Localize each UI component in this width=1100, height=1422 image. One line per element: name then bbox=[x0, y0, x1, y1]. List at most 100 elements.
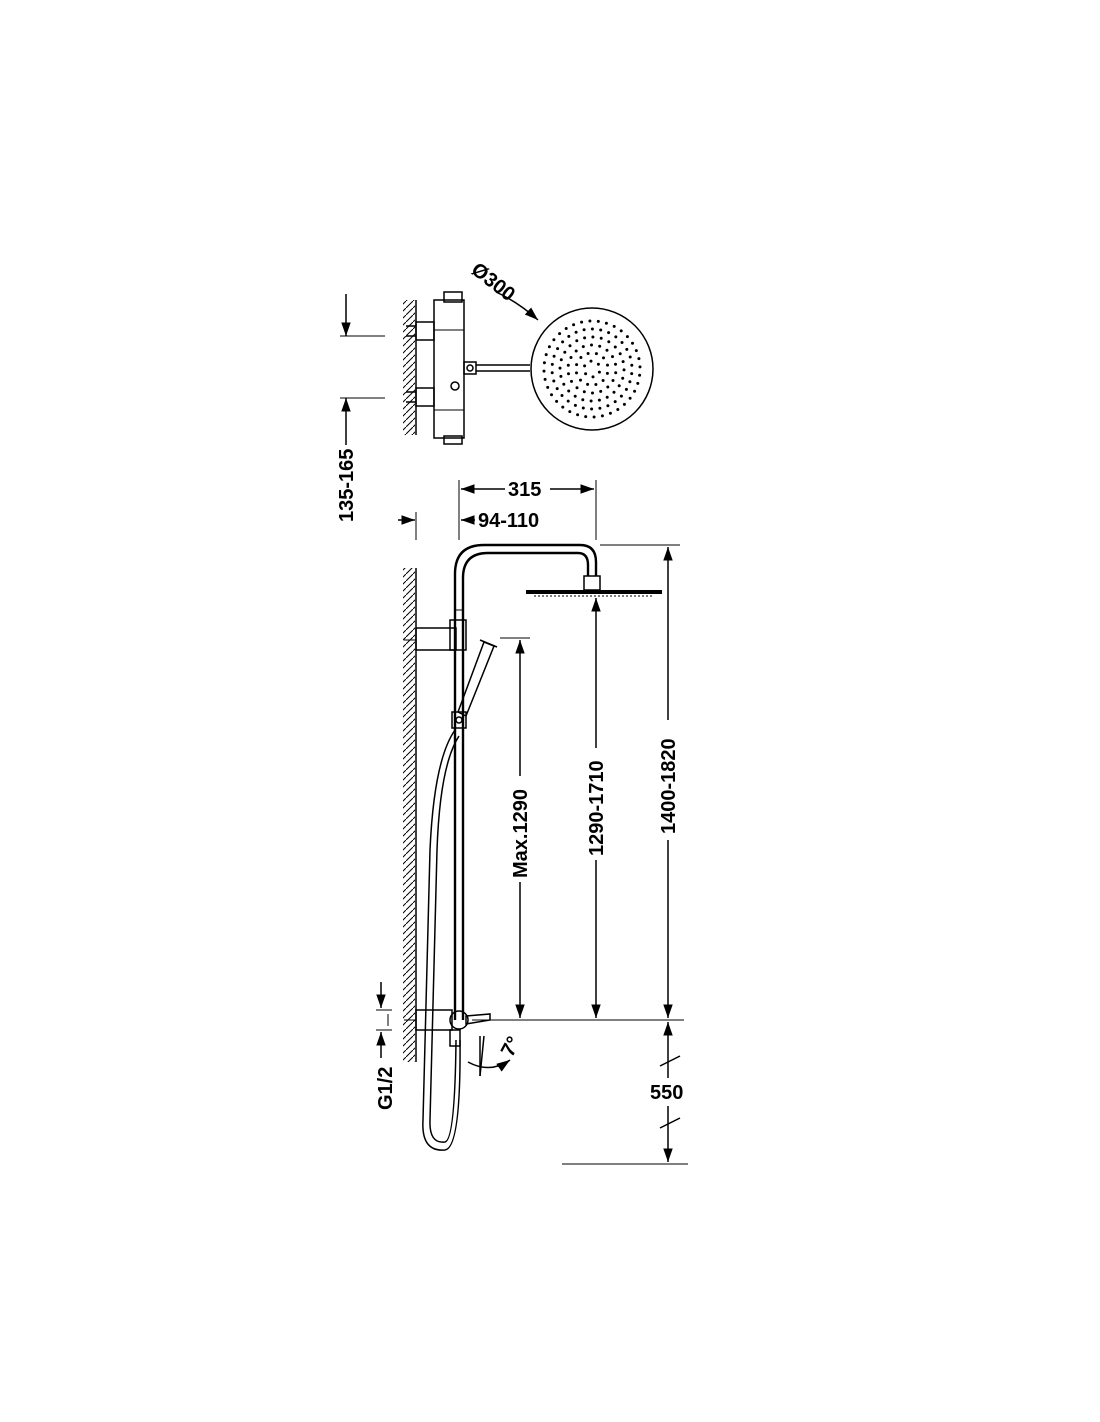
shower-hose bbox=[422, 729, 461, 1151]
nozzle-dot bbox=[596, 362, 600, 366]
label-handshower-height: Max.1290 bbox=[510, 789, 532, 878]
nozzle-dot bbox=[542, 369, 546, 373]
nozzle-dot bbox=[552, 379, 556, 383]
wall-offset-dimension: 135-165 bbox=[336, 294, 417, 540]
nozzle-dot bbox=[580, 320, 584, 324]
nozzle-dot bbox=[573, 394, 577, 398]
nozzle-dot bbox=[547, 345, 551, 349]
nozzle-dot bbox=[558, 332, 562, 336]
nozzle-dot bbox=[575, 386, 579, 390]
nozzle-dot bbox=[567, 372, 570, 376]
nozzle-dot bbox=[628, 380, 632, 384]
nozzle-dot bbox=[605, 371, 609, 375]
label-wall-offset: 135-165 bbox=[336, 449, 358, 522]
nozzle-dot bbox=[560, 394, 564, 397]
top-connector-lower bbox=[415, 387, 435, 407]
nozzle-dot bbox=[599, 389, 603, 393]
nozzle-dot bbox=[559, 358, 563, 362]
nozzle-dot bbox=[618, 352, 622, 356]
nozzle-dot bbox=[591, 391, 594, 395]
top-thermostat-body bbox=[433, 299, 465, 439]
nozzle-dot bbox=[591, 375, 595, 379]
nozzle-dot bbox=[621, 360, 625, 364]
side-wall-hatch bbox=[403, 568, 415, 1062]
nozzle-dot bbox=[605, 348, 609, 352]
label-head-height-from-valve: 1290-1710 bbox=[586, 760, 608, 856]
nozzle-dot bbox=[601, 379, 605, 382]
label-head-diameter: Ø300 bbox=[467, 259, 519, 306]
nozzle-dot bbox=[621, 376, 625, 380]
slider-holder bbox=[451, 711, 467, 729]
nozzle-dot bbox=[622, 402, 626, 406]
label-total-height: 1400-1820 bbox=[658, 738, 680, 834]
side-view bbox=[403, 543, 662, 1151]
nozzle-dot bbox=[562, 382, 566, 386]
nozzle-dot bbox=[592, 415, 596, 419]
label-valve-height: 550 bbox=[650, 1082, 683, 1104]
nozzle-dot bbox=[582, 328, 586, 332]
nozzle-dot bbox=[625, 335, 629, 339]
nozzle-dot bbox=[604, 321, 608, 325]
nozzle-dot bbox=[590, 327, 594, 331]
nozzle-dot bbox=[582, 390, 586, 394]
thermostat-knob bbox=[449, 1010, 469, 1030]
wall-bracket bbox=[415, 627, 457, 651]
nozzle-dot bbox=[544, 353, 548, 357]
nozzle-dot bbox=[605, 395, 609, 399]
horizontal-dimensions: 315 94-110 bbox=[458, 479, 597, 540]
nozzle-dot bbox=[574, 349, 578, 353]
nozzle-dot bbox=[566, 363, 570, 367]
nozzle-dot bbox=[559, 374, 563, 378]
nozzle-dot bbox=[599, 328, 603, 332]
nozzle-dot bbox=[558, 366, 562, 370]
nozzle-dot bbox=[598, 406, 602, 410]
nozzle-dot bbox=[596, 319, 600, 323]
nozzle-dot bbox=[616, 408, 620, 411]
label-arm-length: 315 bbox=[508, 479, 541, 501]
nozzle-dot bbox=[550, 393, 553, 397]
nozzle-dot bbox=[620, 341, 624, 344]
nozzle-dot bbox=[636, 381, 640, 385]
shower-column bbox=[453, 543, 598, 1020]
shower-head-nozzles bbox=[542, 319, 642, 419]
nozzle-dot bbox=[575, 363, 579, 367]
nozzle-dot bbox=[634, 349, 638, 353]
nozzle-dot bbox=[579, 378, 582, 382]
nozzle-dot bbox=[579, 356, 583, 359]
nozzle-dot bbox=[617, 384, 621, 388]
nozzle-dot bbox=[598, 344, 602, 348]
nozzle-dot bbox=[568, 344, 572, 348]
nozzle-dot bbox=[589, 359, 593, 363]
connection-dimension: G1/2 bbox=[375, 982, 397, 1110]
nozzle-dot bbox=[575, 371, 578, 375]
shower-head-top bbox=[530, 307, 654, 431]
nozzle-dot bbox=[611, 379, 615, 382]
nozzle-dot bbox=[588, 319, 592, 323]
nozzle-dot bbox=[584, 372, 588, 376]
nozzle-dot bbox=[599, 336, 603, 340]
label-angle: 7° bbox=[497, 1033, 525, 1060]
nozzle-dot bbox=[576, 413, 580, 417]
nozzle-dot bbox=[613, 400, 617, 404]
nozzle-dot bbox=[555, 399, 559, 403]
nozzle-dot bbox=[591, 335, 595, 339]
nozzle-dot bbox=[630, 372, 634, 376]
top-diverter-knob bbox=[450, 381, 460, 391]
nozzle-dot bbox=[619, 329, 623, 333]
nozzle-dot bbox=[594, 383, 598, 386]
angle-dimension: 7° bbox=[467, 1033, 525, 1077]
nozzle-dot bbox=[546, 385, 550, 389]
nozzle-dot bbox=[581, 345, 585, 349]
label-connection: G1/2 bbox=[375, 1067, 397, 1110]
nozzle-dot bbox=[625, 347, 629, 351]
nozzle-dot bbox=[628, 355, 632, 359]
nozzle-dot bbox=[606, 363, 609, 367]
nozzle-dot bbox=[614, 371, 618, 375]
nozzle-dot bbox=[574, 330, 578, 334]
nozzle-dot bbox=[581, 406, 585, 410]
nozzle-dot bbox=[586, 382, 590, 386]
nozzle-dot bbox=[561, 340, 565, 344]
nozzle-dot bbox=[583, 336, 587, 340]
nozzle-dot bbox=[581, 398, 585, 402]
nozzle-dot bbox=[590, 407, 594, 411]
